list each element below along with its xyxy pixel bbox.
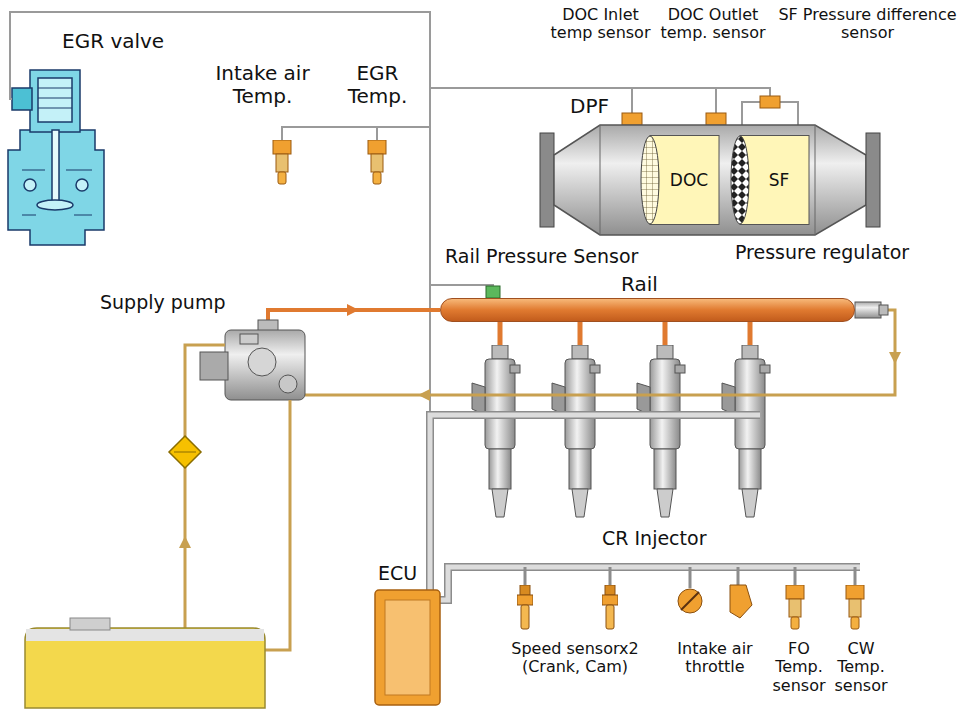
cylinder-body	[650, 136, 719, 225]
speed-sensor	[517, 585, 533, 629]
temp-sensor	[622, 113, 642, 125]
temp-sensor	[846, 585, 864, 629]
throttle-actuator	[730, 585, 752, 618]
cylinder-body	[740, 136, 809, 225]
injector	[637, 345, 685, 517]
soot-filter: SF	[730, 135, 810, 225]
seam	[600, 125, 815, 235]
node-label: Rail	[621, 273, 658, 295]
wire-harness	[430, 415, 860, 600]
node-label: DPF	[570, 95, 609, 117]
part-label: Rail Pressure Sensor	[445, 246, 638, 268]
supply-pump	[200, 320, 305, 400]
flow-arrow	[418, 389, 430, 401]
part-label: FO Temp. sensor	[768, 640, 830, 695]
throttle-valve	[678, 589, 702, 613]
ecu-box	[375, 590, 440, 705]
injector	[472, 345, 520, 517]
housing	[554, 125, 866, 235]
temp-sensor	[368, 140, 386, 184]
part-label: CR Injector	[602, 528, 706, 550]
part-label: Supply pump	[100, 292, 225, 314]
node-label: SF	[769, 170, 790, 190]
part-label: SF Pressure difference sensor	[775, 6, 960, 43]
return-line	[265, 400, 290, 650]
dpf-housing: DPFDOCSF	[540, 125, 880, 235]
fuel-tank	[25, 618, 265, 708]
part-label: ECU	[378, 563, 417, 585]
part-label: CW Temp. sensor	[830, 640, 892, 695]
flow-arrow	[179, 536, 191, 548]
speed-sensor	[602, 585, 618, 629]
part-label: Pressure regulator	[735, 242, 909, 264]
flange	[540, 133, 554, 227]
temp-sensor	[706, 113, 726, 125]
part-label: EGR Temp.	[340, 62, 415, 108]
common-rail: Rail	[440, 298, 855, 322]
part-label: Intake air throttle	[665, 640, 765, 677]
flange	[866, 133, 880, 227]
part-label: DOC Outlet temp. sensor	[658, 6, 768, 43]
part-label: EGR valve	[62, 30, 164, 53]
fuel-line	[500, 322, 750, 347]
flow-arrow	[889, 352, 901, 364]
part-label: Intake air Temp.	[205, 62, 320, 108]
doc-catalyst: DOC	[640, 135, 720, 225]
fuel-filter	[169, 436, 201, 468]
temp-sensor	[786, 585, 804, 629]
temp-sensor	[273, 140, 291, 184]
egr-valve	[8, 70, 104, 245]
feed-line	[185, 345, 225, 660]
return-line	[305, 310, 895, 395]
node-label: DOC	[670, 170, 708, 190]
injector	[552, 345, 600, 517]
flow-arrow	[347, 304, 359, 316]
injector	[722, 345, 770, 517]
rail-pressure-sensor	[486, 286, 500, 298]
cylinder-face	[731, 136, 749, 224]
cylinder-face	[641, 136, 659, 224]
part-label: Speed sensorx2 (Crank, Cam)	[505, 640, 645, 677]
pressure-sensor	[760, 96, 780, 108]
part-label: DOC Inlet temp sensor	[548, 6, 653, 43]
pressure-regulator	[855, 302, 888, 318]
